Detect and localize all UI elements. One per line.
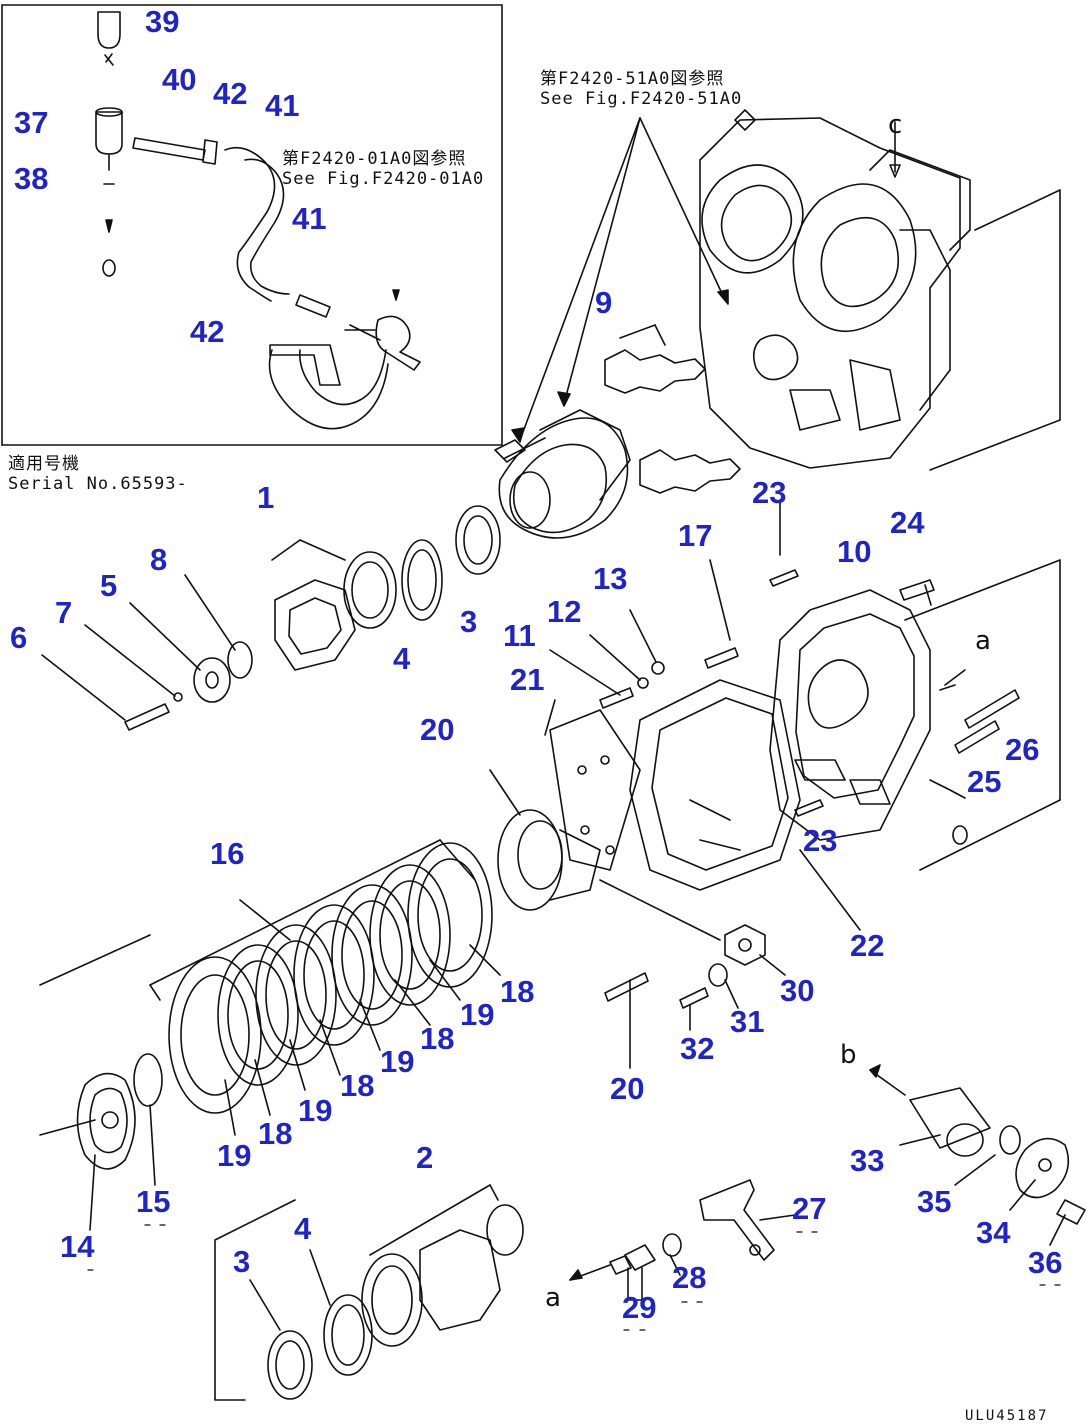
callout-24: 24 xyxy=(890,505,925,540)
callout-42: 42 xyxy=(213,76,248,111)
retainer-housing xyxy=(494,409,631,539)
plate-21 xyxy=(544,699,641,871)
callout-12: 12 xyxy=(547,594,582,629)
callout-11: 11 xyxy=(503,618,536,653)
callout-5: 5 xyxy=(100,568,118,603)
callout-25: 25 xyxy=(967,764,1002,799)
gasket-22 xyxy=(629,679,861,931)
callout-4: 4 xyxy=(393,641,411,676)
callout-19: 19 xyxy=(217,1138,252,1173)
callout-15: 15 xyxy=(136,1184,171,1219)
shaft-33-cover-34 xyxy=(869,1064,1086,1246)
note-leaders xyxy=(511,117,729,443)
serial-note-jp: 適用号機 xyxy=(8,454,80,474)
see-fig-note-a-jp: 第F2420-51A0図参照 xyxy=(540,69,725,89)
callout-38: 38 xyxy=(14,161,49,196)
inset-tube-and-hoses xyxy=(132,137,421,430)
callout-33: 33 xyxy=(850,1143,885,1178)
callout-4: 4 xyxy=(294,1211,312,1246)
callout-34: 34 xyxy=(976,1215,1011,1250)
callout-21: 21 xyxy=(510,662,545,697)
bottom-carrier-2 xyxy=(214,1184,524,1401)
callout-18: 18 xyxy=(258,1116,293,1151)
callout-2: 2 xyxy=(416,1140,434,1175)
callout-20: 20 xyxy=(420,712,455,747)
callout-8: 8 xyxy=(150,542,168,577)
callout-14: 14 xyxy=(60,1229,95,1264)
callout-36: 36 xyxy=(1028,1245,1063,1280)
callout-3: 3 xyxy=(233,1244,251,1279)
callout-18: 18 xyxy=(420,1021,455,1056)
callout-40: 40 xyxy=(162,62,197,97)
callout-28: 28 xyxy=(672,1260,707,1295)
see-fig-note-b-jp: 第F2420-01A0図参照 xyxy=(282,149,467,169)
inset-frame xyxy=(1,4,503,446)
callout-6: 6 xyxy=(10,620,28,655)
pin-17 xyxy=(704,559,739,669)
callout-23: 23 xyxy=(752,475,787,510)
callout-9: 9 xyxy=(595,285,613,320)
ref-letter-a-lower: a xyxy=(545,1283,561,1313)
ref-letter-b: b xyxy=(840,1040,857,1070)
cover-10 xyxy=(769,499,1061,871)
callout-19: 19 xyxy=(460,997,495,1032)
callout-22: 22 xyxy=(850,928,885,963)
callout-29: 29 xyxy=(622,1290,657,1325)
callout-27: 27 xyxy=(792,1191,827,1226)
see-fig-note-b-en: See Fig.F2420-01A0 xyxy=(282,168,485,189)
tick-marks xyxy=(87,1224,1061,1331)
washer-seal-bolt xyxy=(41,574,253,731)
hub-14-ring-15 xyxy=(39,1053,163,1231)
callout-3: 3 xyxy=(460,604,478,639)
callout-17: 17 xyxy=(678,518,713,553)
piston-20 xyxy=(489,769,721,1069)
callout-31: 31 xyxy=(730,1004,765,1039)
callout-19: 19 xyxy=(380,1044,415,1079)
callout-23: 23 xyxy=(803,823,838,858)
inset-switch-assembly xyxy=(95,11,123,277)
callout-30: 30 xyxy=(780,973,815,1008)
ref-letter-c: c xyxy=(888,110,903,140)
serial-note: 適用号機 Serial No.65593- xyxy=(8,454,188,494)
bolt-11-13 xyxy=(549,609,665,709)
callout-41: 41 xyxy=(265,88,300,123)
clutch-pack xyxy=(39,839,501,1136)
callout-39: 39 xyxy=(145,4,180,39)
bracket-30-32 xyxy=(679,924,786,1031)
figure-code: ULU45187 xyxy=(965,1408,1049,1424)
ref-letter-a-upper: a xyxy=(975,626,991,656)
callout-32: 32 xyxy=(680,1031,715,1066)
serial-note-en: Serial No.65593- xyxy=(8,473,188,494)
callout-16: 16 xyxy=(210,836,245,871)
callout-7: 7 xyxy=(55,595,73,630)
see-fig-note-a: 第F2420-51A0図参照 See Fig.F2420-51A0 xyxy=(540,69,743,109)
callout-18: 18 xyxy=(340,1068,375,1103)
callout-20: 20 xyxy=(610,1071,645,1106)
callout-37: 37 xyxy=(14,105,49,140)
callout-35: 35 xyxy=(917,1184,952,1219)
coupling-1 xyxy=(271,539,356,671)
see-fig-note-b: 第F2420-01A0図参照 See Fig.F2420-01A0 xyxy=(282,149,485,189)
callout-19: 19 xyxy=(298,1093,333,1128)
lever-27-29 xyxy=(569,1179,796,1301)
see-fig-note-a-en: See Fig.F2420-51A0 xyxy=(540,88,743,109)
callout-42: 42 xyxy=(190,314,225,349)
callout-1: 1 xyxy=(257,480,275,515)
callout-26: 26 xyxy=(1005,732,1040,767)
callout-41: 41 xyxy=(292,201,327,236)
callout-13: 13 xyxy=(593,561,628,596)
transmission-case xyxy=(699,109,1061,471)
callout-18: 18 xyxy=(500,974,535,1009)
gaskets-9 xyxy=(604,324,741,494)
callout-10: 10 xyxy=(837,534,872,569)
